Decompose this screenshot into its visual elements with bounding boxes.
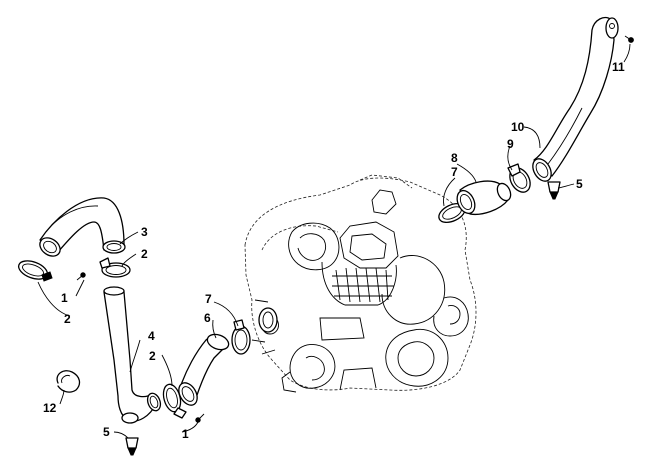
- clamp-part-2-upper: [99, 257, 131, 278]
- callout-5-lower: 5: [103, 425, 110, 439]
- clamp-part-7-center: [231, 319, 251, 355]
- callout-4: 4: [148, 329, 155, 343]
- callout-12: 12: [43, 401, 57, 415]
- callout-10: 10: [511, 120, 525, 134]
- callout-labels: 1 2 3 2 4 2 6 7 5 1 12 8 7 9 10 11 5: [43, 60, 625, 441]
- clamp-part-2-left: [17, 260, 53, 282]
- callout-3: 3: [141, 225, 148, 239]
- screw-part-1-upper: [76, 272, 86, 281]
- callout-2-upper: 2: [141, 247, 148, 261]
- hose-part-10: [532, 16, 619, 182]
- fitting-part-5-right: [547, 181, 561, 200]
- clamp-part-2-lower: [162, 383, 187, 419]
- clamp-part-9: [507, 163, 531, 193]
- callout-5-right: 5: [576, 177, 583, 191]
- hose-part-8: [456, 180, 512, 216]
- callout-8: 8: [451, 151, 458, 165]
- snap-ring-part-12: [56, 370, 81, 393]
- screw-part-1-lower: [195, 413, 205, 423]
- engine-block: [244, 174, 477, 393]
- engine-inlet-fitting: [258, 307, 278, 333]
- callout-2-far-left: 2: [64, 312, 71, 326]
- hose-part-6: [178, 333, 230, 406]
- callout-11: 11: [612, 60, 625, 74]
- hose-part-3: [39, 197, 126, 257]
- screw-part-11: [624, 35, 634, 43]
- callout-9: 9: [507, 137, 514, 151]
- callout-1-upper: 1: [61, 291, 68, 305]
- callout-7-right: 7: [451, 165, 458, 179]
- callout-2-lower: 2: [149, 349, 156, 363]
- callout-7-center: 7: [205, 292, 212, 306]
- leader-lines: [37, 43, 631, 439]
- pipe-part-4: [103, 286, 162, 424]
- callout-6: 6: [204, 311, 211, 325]
- fitting-part-5-lower: [125, 437, 139, 456]
- callout-1-lower: 1: [182, 427, 189, 441]
